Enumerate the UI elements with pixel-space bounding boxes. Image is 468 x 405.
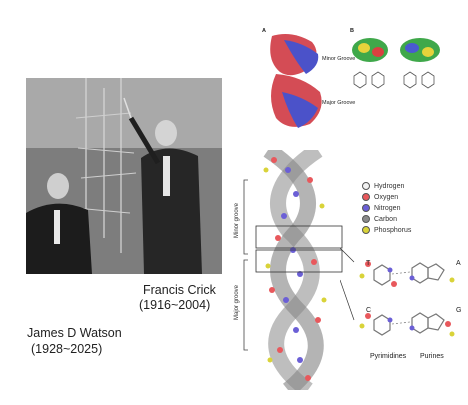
legend-label: Carbon xyxy=(374,215,397,223)
legend-item-carbon: Carbon xyxy=(362,215,397,223)
legend-item-nitrogen: Nitrogen xyxy=(362,204,400,212)
hydrogen-swatch xyxy=(362,182,370,190)
legend-label: Oxygen xyxy=(374,193,399,201)
electrostatic-maps xyxy=(352,38,440,89)
oxygen-swatch xyxy=(362,193,370,201)
panel-a-minor-groove: Minor Groove xyxy=(322,56,356,62)
legend-label: Nitrogen xyxy=(374,204,401,212)
base-c-label: C xyxy=(366,307,372,314)
watson-name: James D Watson xyxy=(27,326,122,340)
legend-label: Phosphorus xyxy=(374,226,412,234)
nitrogen-swatch xyxy=(362,204,370,212)
panel-a-label: A xyxy=(262,28,266,34)
panel-a-major-groove: Major Groove xyxy=(322,100,356,106)
crick-years: (1916~2004) xyxy=(139,298,211,312)
legend-item-hydrogen: Hydrogen xyxy=(362,182,404,190)
groove-surface-model xyxy=(270,34,322,128)
base-pair-closeups xyxy=(340,247,455,337)
minor-groove-label: Minor groove xyxy=(234,202,240,238)
pyrimidines-label: Pyrimidines xyxy=(370,353,407,360)
watson-crick-photo xyxy=(26,78,222,274)
carbon-swatch xyxy=(362,215,370,223)
major-groove-label: Major groove xyxy=(234,284,240,320)
legend-label: Hydrogen xyxy=(374,182,405,190)
base-t-label: T xyxy=(366,260,371,267)
phosphorus-swatch xyxy=(362,226,370,234)
legend-item-phosphorus: Phosphorus xyxy=(362,226,411,234)
purines-label: Purines xyxy=(420,353,444,360)
crick-name: Francis Crick xyxy=(143,283,216,297)
double-helix-model xyxy=(243,150,343,390)
base-a-label: A xyxy=(456,260,461,267)
legend-item-oxygen: Oxygen xyxy=(362,193,398,201)
watson-years: (1928~2025) xyxy=(31,342,103,356)
base-g-label: G xyxy=(456,307,462,314)
panel-b-label: B xyxy=(350,28,354,34)
